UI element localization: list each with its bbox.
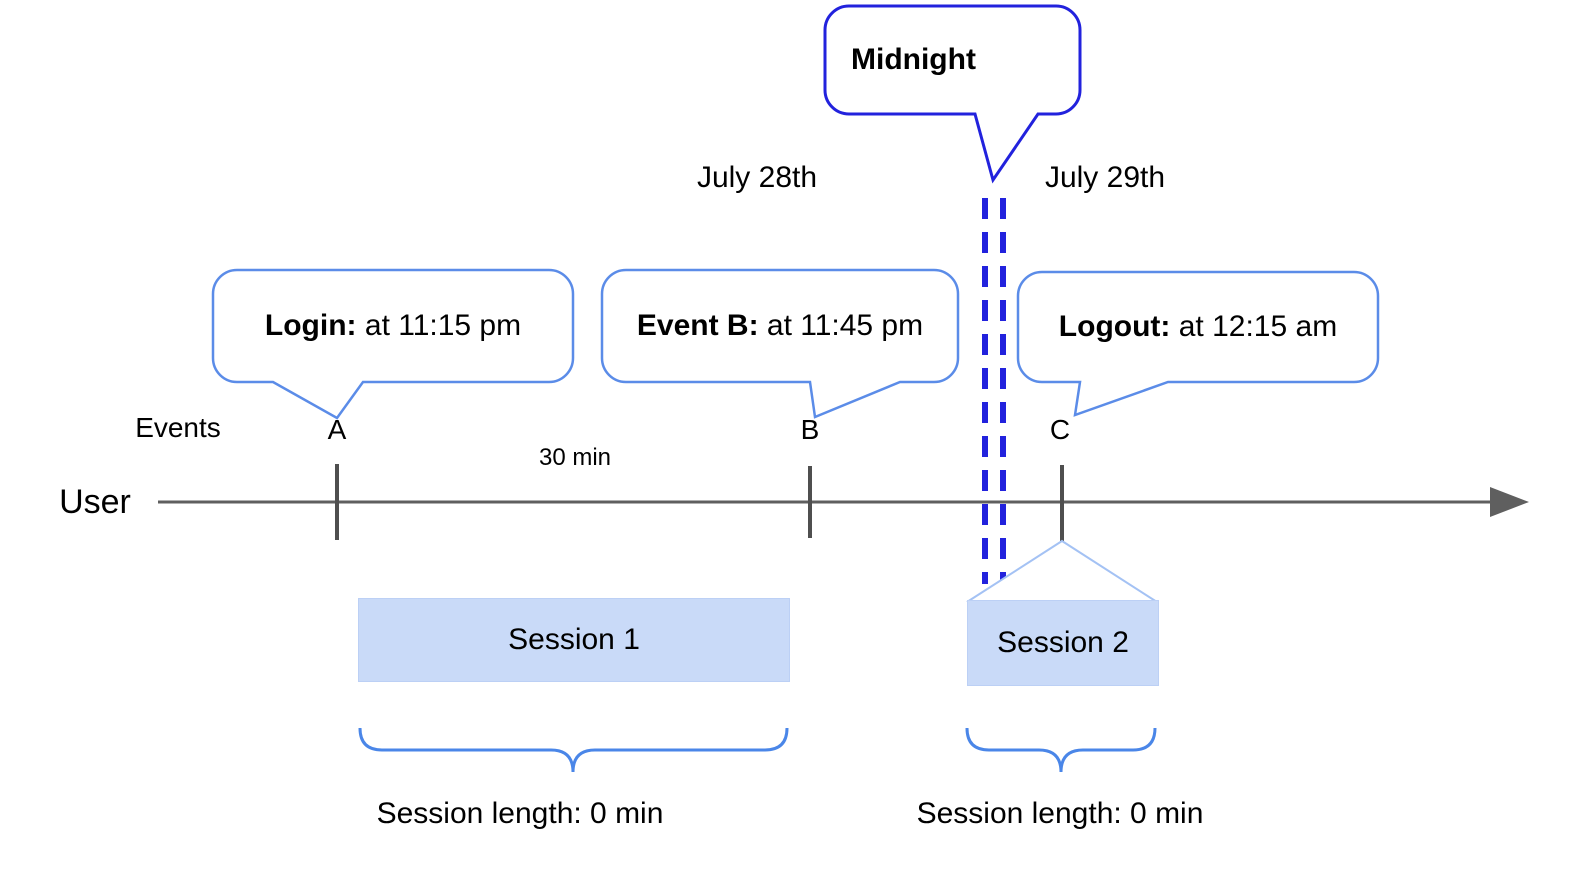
events-axis-label: Events bbox=[135, 412, 221, 443]
login-callout-label: Login: at 11:15 pm bbox=[213, 270, 573, 382]
logout-callout-time-text: at 12:15 am bbox=[1170, 310, 1338, 343]
login-callout-bubble bbox=[211, 268, 575, 420]
midnight-callout-bubble bbox=[823, 4, 1082, 184]
logout-callout-bold-text: Logout: bbox=[1058, 310, 1171, 343]
user-axis-label: User bbox=[59, 483, 131, 521]
session-1-box: Session 1 bbox=[358, 598, 790, 682]
event-mark-b: B bbox=[800, 414, 820, 445]
event-b-callout-bubble bbox=[600, 268, 960, 419]
event-b-callout-bold-text: Event B: bbox=[636, 309, 759, 342]
timeline-arrowhead bbox=[1490, 487, 1529, 517]
interval-label: 30 min bbox=[538, 444, 612, 471]
session-2-box: Session 2 bbox=[967, 600, 1159, 686]
session-2-funnel bbox=[966, 539, 1158, 603]
date-july-29: July 29th bbox=[1044, 161, 1166, 194]
logout-callout-label: Logout: at 12:15 am bbox=[1018, 272, 1378, 382]
session-1-brace bbox=[358, 727, 789, 773]
event-mark-c: C bbox=[1049, 414, 1071, 445]
date-july-28: July 28th bbox=[696, 161, 818, 194]
login-callout-time-text: at 11:15 pm bbox=[356, 309, 522, 342]
session-1-length-label: Session length: 0 min bbox=[376, 797, 664, 830]
event-mark-a: A bbox=[327, 414, 347, 445]
session-2-length-label: Session length: 0 min bbox=[916, 797, 1204, 830]
logout-callout-bubble bbox=[1016, 270, 1380, 417]
midnight-callout-label: Midnight bbox=[851, 43, 976, 76]
login-callout-bold-text: Login: bbox=[264, 309, 357, 342]
event-b-callout-time-text: at 11:45 pm bbox=[758, 309, 924, 342]
session-2-brace bbox=[965, 727, 1157, 773]
event-b-callout-label: Event B: at 11:45 pm bbox=[602, 270, 958, 382]
